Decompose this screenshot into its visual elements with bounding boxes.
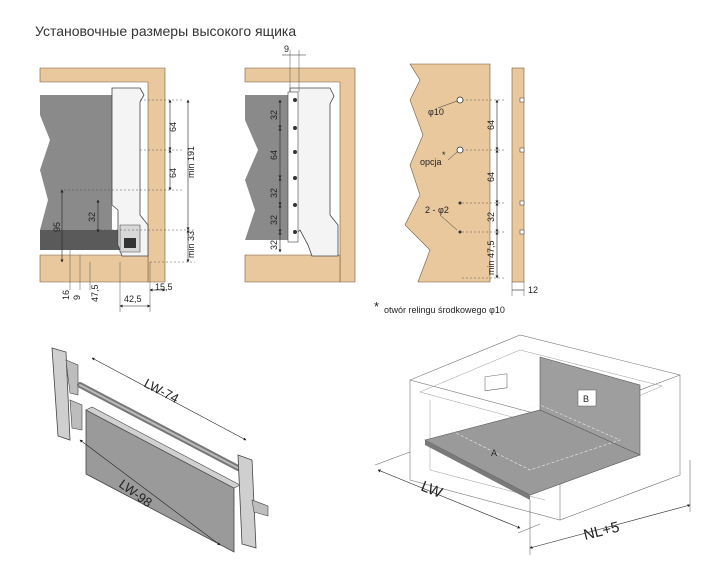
rear-bracket-right	[237, 454, 257, 549]
drawer-isometric: A B LW NL+5	[374, 334, 691, 555]
dim-9: 9	[72, 295, 82, 300]
dim-min-33: min 33	[186, 231, 196, 258]
cabinet-bottom	[39, 254, 149, 283]
label-a: A	[491, 448, 497, 458]
dim-32-b: 32	[269, 188, 279, 198]
dim-64-upper: 64	[486, 120, 496, 130]
label-phi10: φ10	[428, 107, 444, 117]
label-lw: LW	[419, 478, 446, 502]
page-title: Установочные размеры высокого ящика	[35, 23, 296, 39]
dim-64-lower: 64	[168, 168, 178, 178]
dim-15-5: 15,5	[155, 282, 173, 292]
drawer-side-panel	[245, 95, 290, 240]
dim-64-upper: 64	[168, 122, 178, 132]
fig2-profile-holes: 9 32 64 32 32 32	[244, 44, 356, 283]
dim-42-5: 42,5	[124, 294, 142, 304]
dim-min-191: min 191	[186, 146, 196, 178]
dim-12: 12	[528, 285, 538, 295]
dim-9: 9	[284, 44, 289, 54]
dim-95: 95	[52, 222, 62, 232]
fig4-panel-edge: 12	[511, 67, 538, 296]
front-panel	[404, 63, 491, 283]
panel-edge	[511, 67, 525, 283]
drawer-profile	[289, 87, 339, 257]
dim-32: 32	[486, 212, 496, 222]
drawer-profile	[111, 87, 149, 257]
label-holes-2phi2: 2 - φ2	[425, 205, 449, 215]
fig1-side-section: 64 64 min 191 min 33 95 32 16 9 47,5 42,…	[39, 67, 196, 312]
drawer-bottom-panel	[40, 230, 128, 250]
parts-rail-and-panel: LW-74 LW-98	[51, 347, 269, 553]
label-b: B	[583, 394, 589, 404]
drawer-side-panel	[40, 95, 112, 230]
label-lw-74: LW-74	[142, 375, 182, 406]
dim-min-47-5: min 47,5	[486, 240, 496, 275]
dim-47-5: 47,5	[90, 284, 100, 302]
footnote-text: otwór relingu środkowego φ10	[384, 305, 505, 315]
label-star: *	[442, 150, 446, 160]
dim-32-d: 32	[269, 240, 279, 250]
dim-32: 32	[87, 212, 97, 222]
footnote-star: *	[374, 299, 379, 314]
fig3-front-panel-drilling: φ10 opcja * 2 - φ2 64 64 32 min 47,5	[404, 63, 505, 283]
rear-bracket-left	[51, 347, 71, 441]
dim-64-lower: 64	[486, 172, 496, 182]
label-opcja: opcja	[420, 157, 442, 167]
dim-32-a: 32	[269, 110, 279, 120]
dim-16: 16	[61, 290, 71, 300]
label-nl-plus-5: NL+5	[582, 519, 621, 544]
dim-32-c: 32	[269, 215, 279, 225]
front-panel-grey	[85, 409, 235, 553]
dim-64: 64	[269, 150, 279, 160]
